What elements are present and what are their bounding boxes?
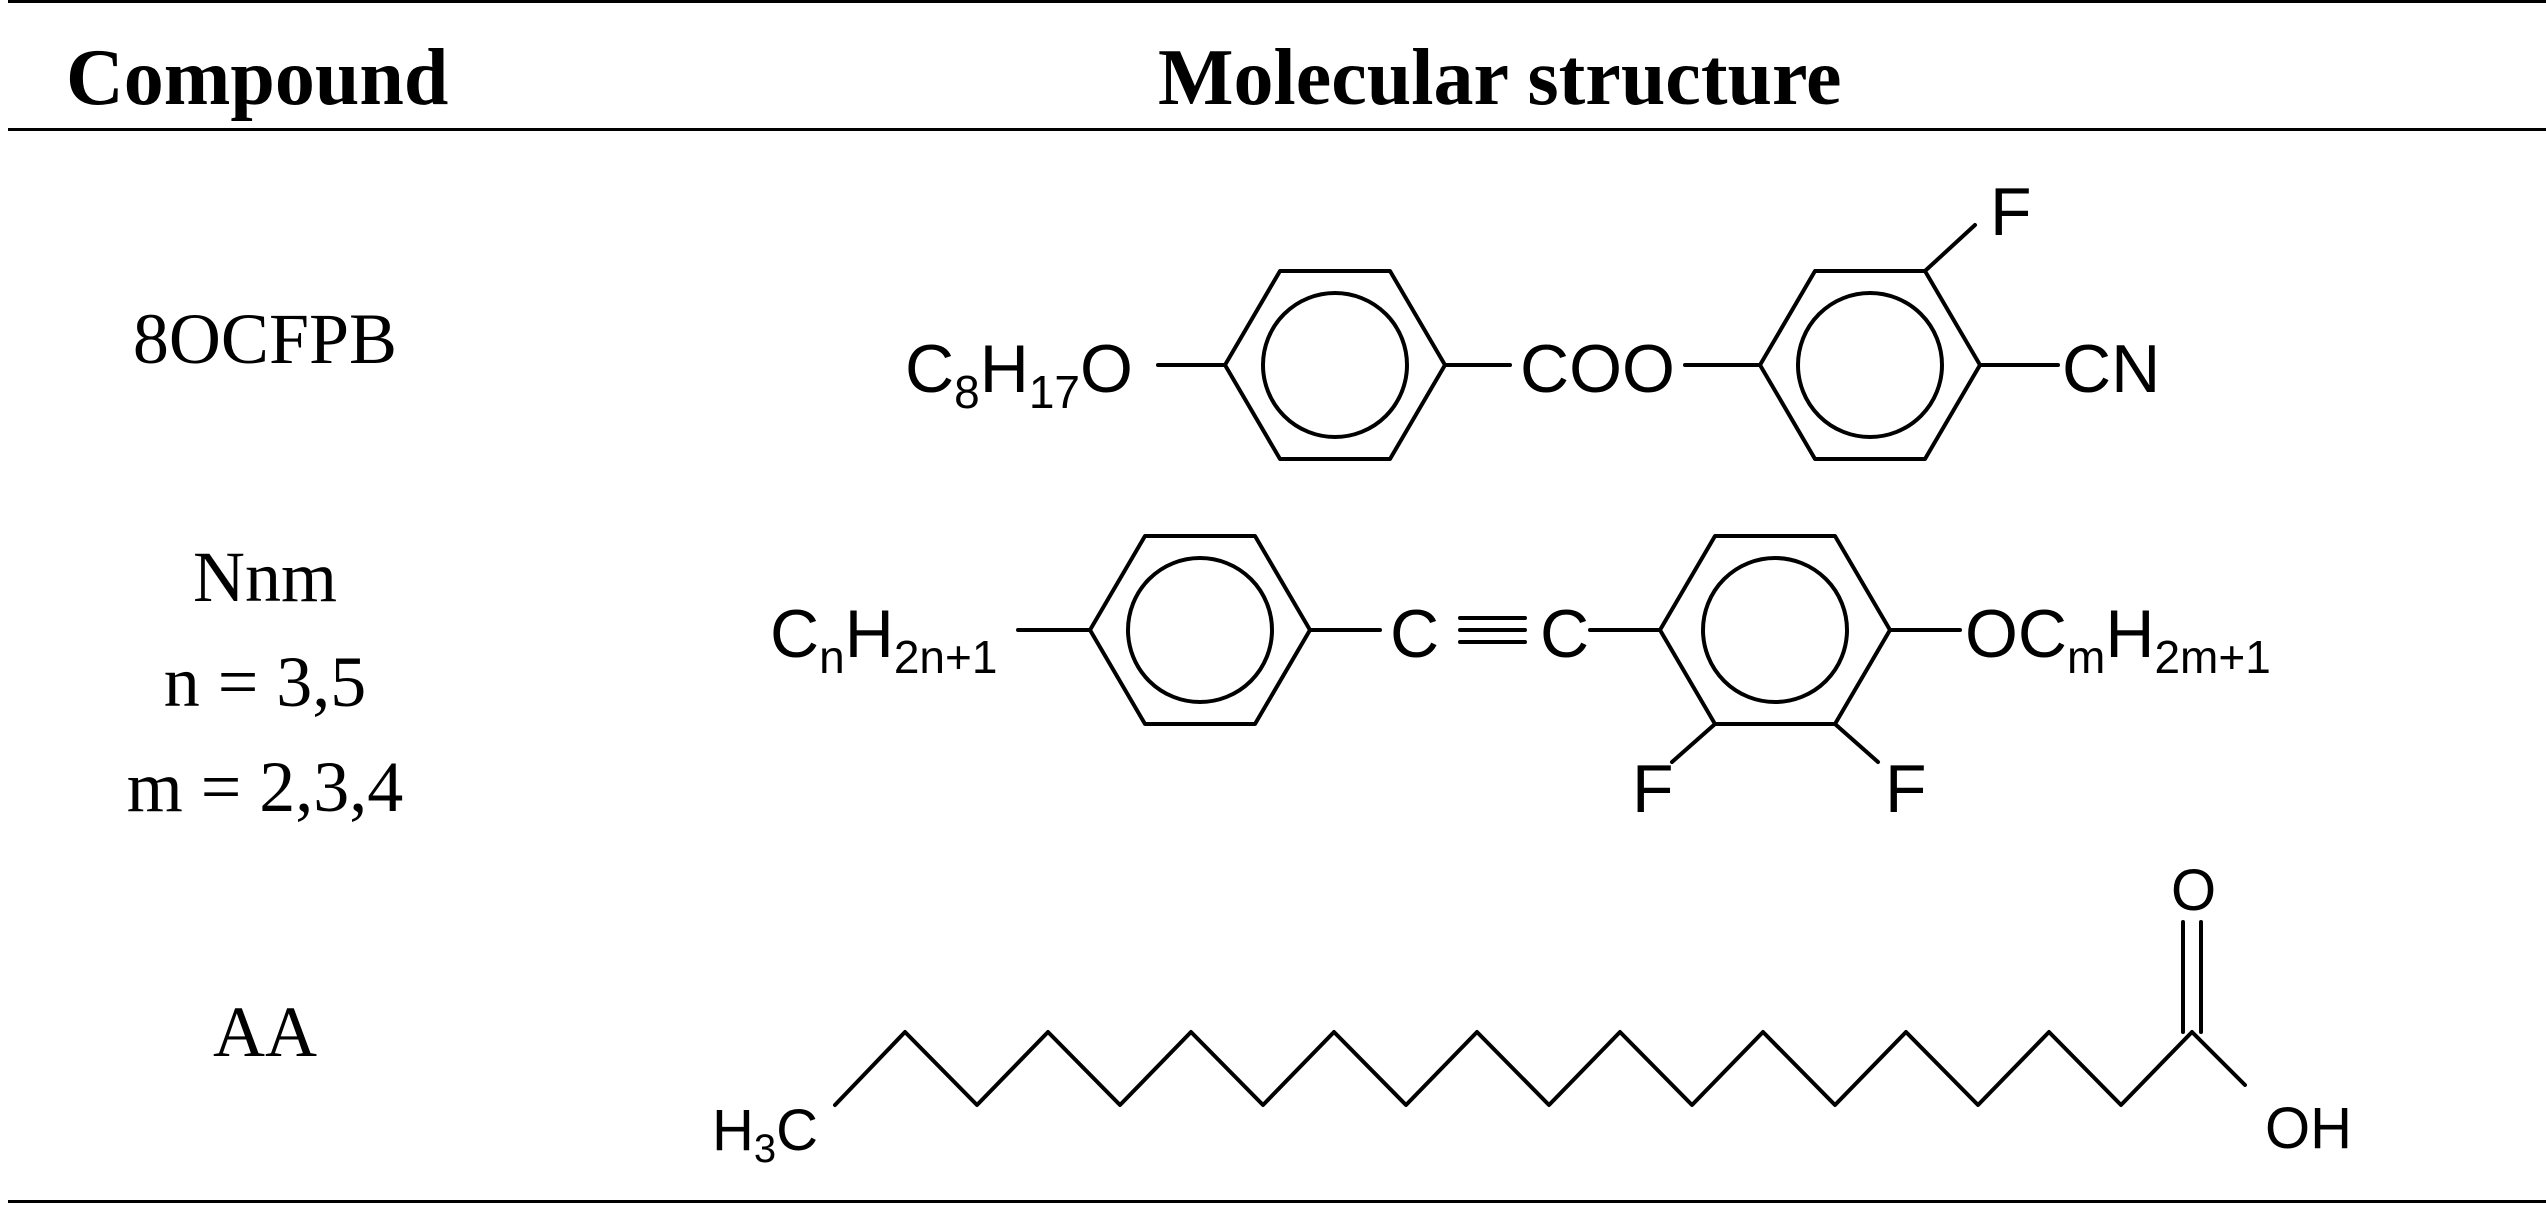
label-cnh2n1: CnH2n+1 <box>770 596 997 683</box>
aromatic-circle <box>1701 556 1849 704</box>
label-alkyne-c-right: C <box>1540 596 1589 672</box>
compound-name-line: AA <box>213 992 317 1072</box>
header-rule <box>8 128 2546 131</box>
header-molecular-structure: Molecular structure <box>1158 34 1842 122</box>
benzene-ring <box>1088 534 1312 726</box>
label-cn: CN <box>2062 331 2160 407</box>
label-carbonyl-oxygen: O <box>2171 858 2216 923</box>
compound-name-aa: AA <box>0 980 530 1085</box>
compound-name-nnm: Nnm n = 3,5 m = 2,3,4 <box>0 525 530 840</box>
label-h3c: H3C <box>712 1098 818 1171</box>
label-alkyne-c-left: C <box>1390 596 1439 672</box>
structure-8ocfpb <box>1156 223 2060 461</box>
top-rule <box>8 0 2546 3</box>
label-fluorine-right: F <box>1885 751 1927 827</box>
aromatic-circle <box>1126 556 1274 704</box>
bottom-rule <box>8 1200 2546 1203</box>
aromatic-circle <box>1796 291 1944 439</box>
structure-nnm <box>1016 534 1962 764</box>
benzene-ring <box>1658 534 1892 726</box>
compound-name-line: Nnm <box>193 537 337 617</box>
structure-aa <box>833 920 2247 1107</box>
label-c8h17o: C8H17O <box>905 331 1133 418</box>
label-ocmh2m1: OCmH2m+1 <box>1965 596 2271 683</box>
label-fluorine-left: F <box>1632 751 1674 827</box>
compound-parameter-m: m = 2,3,4 <box>126 747 404 827</box>
compound-parameter-n: n = 3,5 <box>163 642 367 722</box>
label-fluorine: F <box>1990 174 2032 250</box>
compound-name-line: 8OCFPB <box>132 299 398 379</box>
aromatic-circle <box>1261 291 1409 439</box>
benzene-ring <box>1758 269 1982 461</box>
label-oh: OH <box>2265 1096 2352 1161</box>
compound-name-8ocfpb: 8OCFPB <box>0 287 530 392</box>
header-compound: Compound <box>66 34 449 122</box>
benzene-ring <box>1223 269 1447 461</box>
label-coo: COO <box>1520 331 1675 407</box>
carbon-chain <box>833 1030 2247 1107</box>
